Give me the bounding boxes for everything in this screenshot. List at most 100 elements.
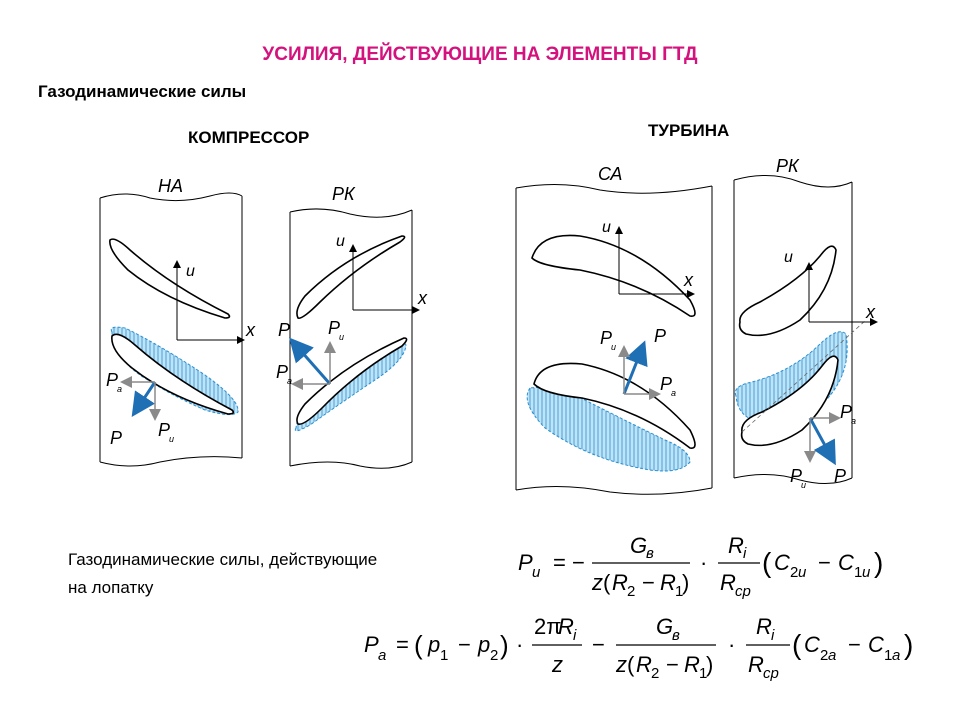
force-pa-label: P bbox=[660, 374, 672, 394]
svg-text:R: R bbox=[612, 570, 628, 595]
description-line-2: на лопатку bbox=[68, 578, 154, 597]
svg-text:i: i bbox=[743, 545, 747, 562]
turbine-stator-cascade: СА u x P u P P a bbox=[515, 164, 713, 495]
svg-text:a: a bbox=[378, 647, 386, 664]
compressor-rotor-label: РК bbox=[332, 184, 356, 204]
force-pa-subscript: a bbox=[671, 388, 676, 398]
force-pu-subscript: u bbox=[611, 342, 616, 352]
svg-text:2: 2 bbox=[820, 647, 828, 664]
svg-text:): ) bbox=[682, 570, 689, 595]
svg-text:): ) bbox=[706, 652, 713, 677]
svg-text:p: p bbox=[477, 632, 490, 657]
force-pa-label: P bbox=[106, 370, 118, 390]
svg-text:ср: ср bbox=[735, 583, 751, 600]
force-p-label: P bbox=[654, 326, 666, 346]
page-title: УСИЛИЯ, ДЕЙСТВУЮЩИЕ НА ЭЛЕМЕНТЫ ГТД bbox=[262, 44, 698, 65]
svg-text:·: · bbox=[700, 550, 707, 575]
force-pu-subscript: u bbox=[169, 434, 174, 444]
svg-text:C: C bbox=[804, 632, 820, 657]
svg-text:(: ( bbox=[762, 547, 772, 578]
force-pu-subscript: u bbox=[801, 480, 806, 490]
force-pu-label: P bbox=[790, 466, 802, 486]
force-pu-label: P bbox=[158, 420, 170, 440]
svg-text:C: C bbox=[868, 632, 884, 657]
compressor-stator-cascade: НА u x P a P P u bbox=[99, 176, 256, 467]
svg-text:P: P bbox=[518, 550, 533, 575]
svg-text:1: 1 bbox=[699, 665, 707, 682]
svg-text:R: R bbox=[756, 614, 772, 639]
svg-text:в: в bbox=[672, 627, 680, 644]
svg-text:p: p bbox=[427, 632, 440, 657]
svg-text:u: u bbox=[798, 564, 807, 581]
force-p-label: P bbox=[110, 428, 122, 448]
compressor-rotor-cascade: РК u x P P u P a bbox=[276, 184, 428, 469]
svg-text:(: ( bbox=[603, 570, 611, 595]
turbine-heading: ТУРБИНА bbox=[648, 121, 730, 140]
axis-u-label: u bbox=[186, 263, 195, 280]
svg-text:i: i bbox=[771, 627, 775, 644]
svg-text:2: 2 bbox=[627, 583, 635, 600]
svg-text:2π: 2π bbox=[534, 614, 561, 639]
axis-x-label: x bbox=[683, 270, 694, 290]
svg-text:G: G bbox=[630, 533, 647, 558]
svg-text:C: C bbox=[774, 550, 790, 575]
svg-text:(: ( bbox=[414, 630, 423, 660]
svg-text:2: 2 bbox=[790, 564, 798, 581]
svg-text:a: a bbox=[892, 647, 900, 664]
svg-text:−: − bbox=[458, 632, 471, 657]
svg-text:1: 1 bbox=[854, 564, 862, 581]
svg-text:в: в bbox=[646, 545, 654, 562]
svg-text:i: i bbox=[573, 627, 577, 644]
svg-text:G: G bbox=[656, 614, 673, 639]
compressor-stator-label: НА bbox=[158, 176, 183, 196]
svg-text:R: R bbox=[636, 652, 652, 677]
svg-text:2: 2 bbox=[651, 665, 659, 682]
force-pa-subscript: a bbox=[287, 376, 292, 386]
svg-text:): ) bbox=[500, 630, 509, 660]
axis-u-label: u bbox=[602, 219, 611, 236]
compressor-heading: КОМПРЕССОР bbox=[188, 128, 310, 147]
svg-text:=: = bbox=[396, 632, 409, 657]
svg-text:·: · bbox=[516, 632, 523, 657]
svg-text:u: u bbox=[532, 564, 541, 581]
svg-text:2: 2 bbox=[490, 647, 498, 664]
svg-text:u: u bbox=[862, 564, 871, 581]
svg-text:z: z bbox=[615, 652, 627, 677]
section-subtitle: Газодинамические силы bbox=[38, 82, 247, 101]
svg-text:(: ( bbox=[627, 652, 635, 677]
svg-text:z: z bbox=[591, 570, 603, 595]
force-pu-label: P bbox=[600, 328, 612, 348]
axis-x-label: x bbox=[865, 302, 876, 322]
svg-text:·: · bbox=[728, 632, 735, 657]
force-pa-label: P bbox=[840, 402, 852, 422]
svg-text:ср: ср bbox=[763, 665, 779, 682]
turbine-stator-label: СА bbox=[598, 164, 622, 184]
svg-text:R: R bbox=[728, 533, 744, 558]
svg-text:R: R bbox=[558, 614, 574, 639]
force-p-label: P bbox=[834, 466, 846, 486]
axis-u-label: u bbox=[784, 249, 793, 266]
force-pa-subscript: a bbox=[117, 384, 122, 394]
svg-text:P: P bbox=[364, 632, 379, 657]
force-pu-label: P bbox=[328, 318, 340, 338]
svg-text:a: a bbox=[828, 647, 836, 664]
svg-text:−: − bbox=[592, 632, 605, 657]
svg-text:R: R bbox=[684, 652, 700, 677]
svg-text:1: 1 bbox=[675, 583, 683, 600]
svg-text:): ) bbox=[904, 629, 913, 660]
description-text: Газодинамические силы, действующие на ло… bbox=[68, 546, 377, 602]
turbine-rotor-label: РК bbox=[776, 156, 800, 176]
svg-text:= −: = − bbox=[553, 550, 585, 575]
force-pa-label: P bbox=[276, 362, 288, 382]
force-p-label: P bbox=[278, 320, 290, 340]
description-line-1: Газодинамические силы, действующие bbox=[68, 550, 378, 569]
axis-x-label: x bbox=[417, 288, 428, 308]
svg-text:−: − bbox=[818, 550, 831, 575]
svg-text:): ) bbox=[874, 547, 883, 578]
svg-text:−: − bbox=[848, 632, 861, 657]
svg-text:1: 1 bbox=[884, 647, 892, 664]
svg-text:R: R bbox=[720, 570, 736, 595]
turbine-rotor-cascade: РК u x P a P u P bbox=[733, 156, 878, 490]
formula-pa: P a = ( p 1 − p 2 ) · 2π R i z − G в z (… bbox=[364, 614, 913, 682]
